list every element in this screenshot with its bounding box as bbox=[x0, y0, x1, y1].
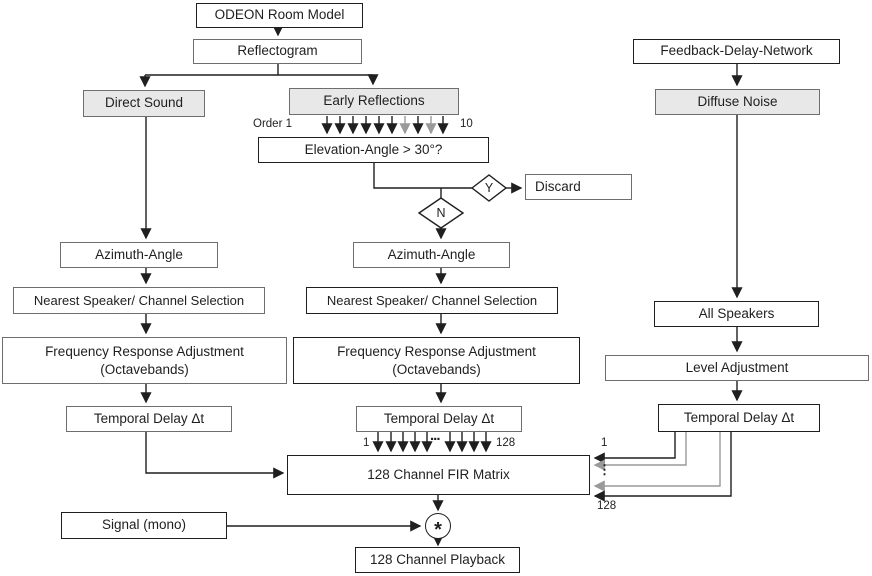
frequency-response-line2: (Octavebands) bbox=[392, 361, 481, 377]
frequency-response-line2: (Octavebands) bbox=[100, 361, 189, 377]
node-level-adjustment: Level Adjustment bbox=[605, 355, 869, 381]
node-all-speakers: All Speakers bbox=[654, 301, 819, 327]
right-channel-wire-1 bbox=[593, 432, 676, 464]
frequency-response-line1: Frequency Response Adjustment bbox=[337, 343, 536, 359]
node-azimuth-angle-mid: Azimuth-Angle bbox=[353, 242, 510, 268]
label-order-last: 10 bbox=[460, 118, 473, 130]
node-reflectogram: Reflectogram bbox=[193, 39, 362, 64]
label-order-first: Order 1 bbox=[253, 118, 292, 130]
convolution-symbol: * bbox=[434, 519, 442, 541]
node-signal-mono: Signal (mono) bbox=[61, 512, 227, 539]
convolution-node: * bbox=[425, 513, 451, 541]
frequency-response-line1: Frequency Response Adjustment bbox=[45, 343, 244, 359]
node-temporal-delay-left: Temporal Delay Δt bbox=[66, 406, 232, 432]
node-azimuth-angle-left: Azimuth-Angle bbox=[60, 242, 218, 268]
right-channel-wire-3 bbox=[593, 432, 721, 492]
right-channel-wire-2 bbox=[593, 432, 687, 471]
right-channel-wire-4 bbox=[593, 432, 732, 502]
label-mid-channel-first: 1 bbox=[363, 437, 370, 449]
label-right-channel-first: 1 bbox=[601, 437, 608, 449]
label-mid-ellipsis: ... bbox=[430, 427, 440, 444]
node-diffuse-noise: Diffuse Noise bbox=[655, 89, 820, 115]
node-feedback-delay-network: Feedback-Delay-Network bbox=[633, 39, 840, 64]
node-early-reflections: Early Reflections bbox=[289, 88, 459, 115]
split-reflectogram bbox=[145, 64, 373, 76]
diamond-no bbox=[417, 197, 465, 229]
node-frequency-response-mid: Frequency Response Adjustment (Octaveban… bbox=[293, 337, 580, 384]
wire-elevation-to-yes bbox=[373, 163, 472, 189]
node-temporal-delay-right: Temporal Delay Δt bbox=[658, 404, 820, 432]
decision-yes-label: Y bbox=[484, 181, 494, 195]
node-nearest-speaker-left: Nearest Speaker/ Channel Selection bbox=[13, 287, 265, 314]
label-right-ellipsis: ⋮ bbox=[598, 462, 611, 477]
node-discard: Discard bbox=[525, 174, 632, 200]
node-fir-matrix: 128 Channel FIR Matrix bbox=[287, 455, 590, 495]
node-playback: 128 Channel Playback bbox=[355, 547, 520, 573]
node-temporal-delay-mid: Temporal Delay Δt bbox=[356, 406, 522, 432]
label-mid-channel-last: 128 bbox=[496, 437, 516, 449]
node-elevation-check: Elevation-Angle > 30°? bbox=[258, 137, 489, 163]
node-frequency-response-left: Frequency Response Adjustment (Octaveban… bbox=[2, 337, 287, 384]
wire-left-delay-to-fir bbox=[145, 432, 285, 479]
node-odeon-room-model: ODEON Room Model bbox=[196, 3, 363, 28]
node-direct-sound: Direct Sound bbox=[83, 90, 205, 117]
decision-no-label: N bbox=[436, 206, 446, 220]
node-nearest-speaker-mid: Nearest Speaker/ Channel Selection bbox=[306, 287, 558, 314]
label-right-channel-last: 128 bbox=[597, 500, 617, 512]
